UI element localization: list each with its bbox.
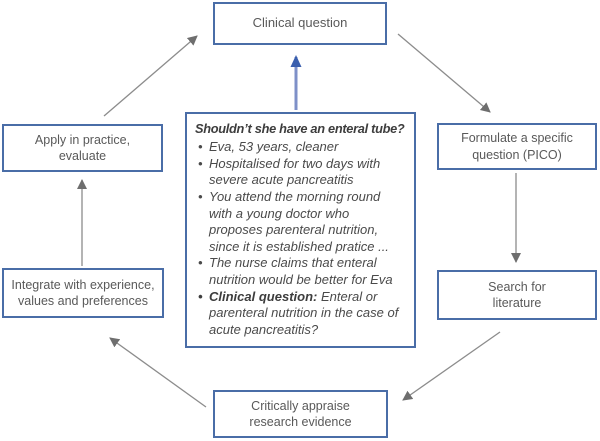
case-bullet: You attend the morning round with a youn… (195, 189, 406, 256)
arrow-appraise-to-integrate (109, 337, 207, 408)
arrow-clinical-question-to-formulate (397, 33, 491, 113)
node-apply-in-practice: Apply in practice, evaluate (2, 124, 163, 172)
case-bullets: Eva, 53 years, cleanerHospitalised for t… (195, 139, 406, 339)
node-clinical-question-label: Clinical question (252, 15, 348, 31)
case-bullet: Hospitalised for two days with severe ac… (195, 156, 406, 189)
case-bullet-lead: Clinical question: (209, 288, 321, 304)
node-integrate-experience: Integrate with experience, values and pr… (2, 268, 164, 318)
case-title: Shouldn’t she have an enteral tube? (195, 121, 405, 136)
case-bullet: Clinical question: Enteral or parenteral… (195, 289, 406, 339)
case-bullet: The nurse claims that enteral nutrition … (195, 255, 406, 288)
arrow-apply-to-clinical-question (103, 35, 198, 117)
node-formulate-pico: Formulate a specific question (PICO) (437, 123, 597, 170)
case-example-box: Shouldn’t she have an enteral tube? Eva,… (185, 112, 416, 348)
arrow-search-to-appraise (402, 331, 501, 401)
node-search-literature: Search for literature (437, 270, 597, 320)
node-formulate-pico-label: Formulate a specific question (PICO) (461, 131, 573, 162)
node-critically-appraise: Critically appraise research evidence (213, 390, 388, 438)
node-critically-appraise-label: Critically appraise research evidence (249, 398, 352, 429)
node-integrate-experience-label: Integrate with experience, values and pr… (11, 277, 155, 308)
node-search-literature-label: Search for literature (488, 279, 546, 310)
node-clinical-question: Clinical question (213, 2, 387, 45)
case-bullet: Eva, 53 years, cleaner (195, 139, 406, 156)
node-apply-in-practice-label: Apply in practice, evaluate (34, 132, 131, 163)
